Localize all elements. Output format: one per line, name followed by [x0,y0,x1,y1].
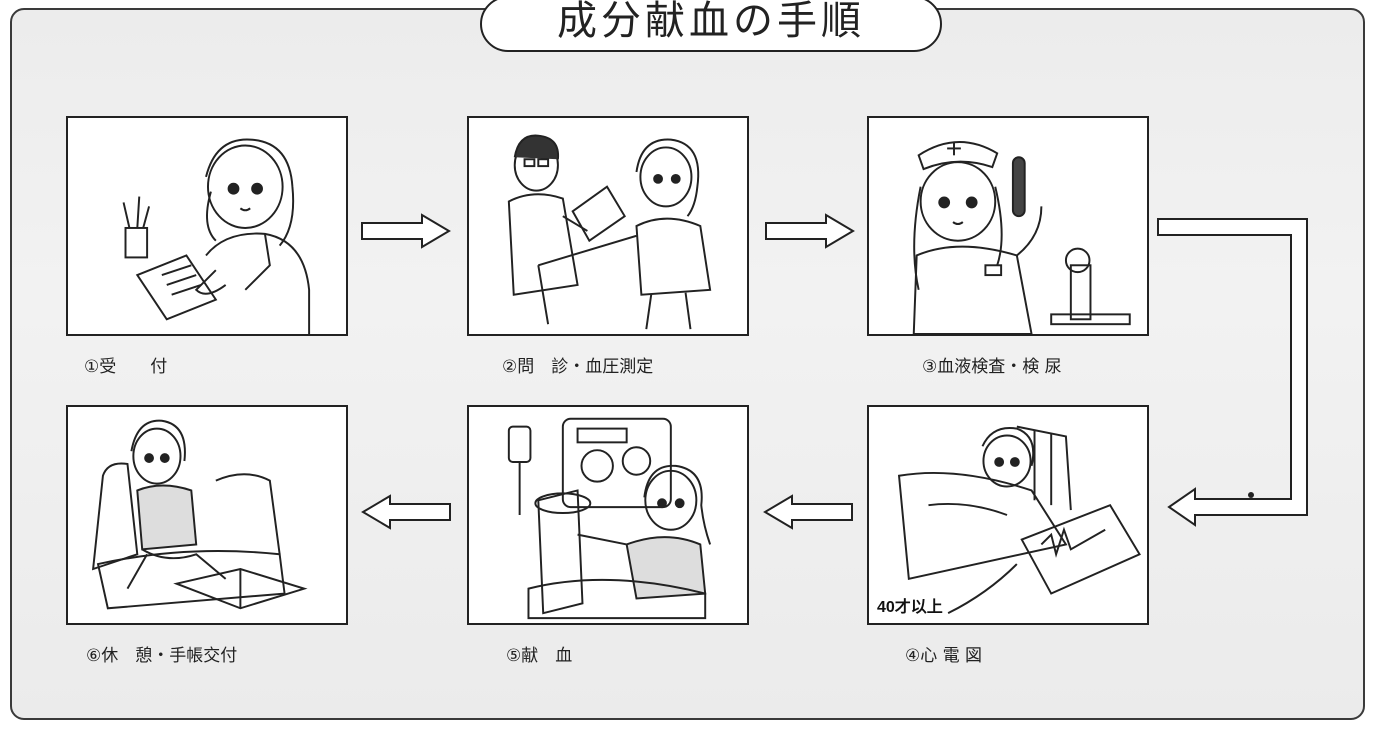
arrow-down-connector-icon [1157,218,1308,527]
page-title: 成分献血の手順 [557,0,865,44]
title-box: 成分献血の手順 [480,0,942,52]
step-2-panel [467,116,749,336]
step-5-panel [467,405,749,625]
ecg-illustration [897,425,1141,615]
step-5-caption: ⑤献 血 [506,646,573,666]
arrow-right-icon [361,213,451,249]
step-2-caption: ②問 診・血圧測定 [502,357,654,377]
age-note: 40才以上 [877,599,943,616]
step-6-caption: ⑥休 憩・手帳交付 [86,646,238,666]
step-3-caption: ③血液検査・検 尿 [922,357,1062,377]
step-1-caption: ①受 付 [84,357,168,377]
step-6-panel [66,405,348,625]
arrow-left-icon [361,494,451,530]
step-4-caption: ④心 電 図 [905,646,983,666]
step-3-panel [867,116,1149,336]
reception-illustration [122,138,311,334]
rest-illustration [91,419,308,610]
step-4-panel: 40才以上 [867,405,1149,625]
interview-illustration [507,134,712,330]
arrow-right-icon [765,213,855,249]
donation-illustration [507,417,712,620]
arrow-left-icon [763,494,853,530]
step-1-panel [66,116,348,336]
blood-test-illustration [912,141,1131,334]
